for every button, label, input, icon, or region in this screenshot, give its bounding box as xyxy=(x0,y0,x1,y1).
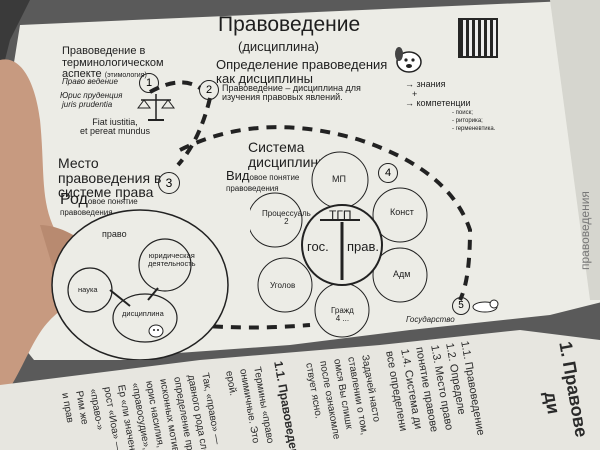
dog-lying-icon xyxy=(472,299,499,313)
term-latin: juris prudentia xyxy=(62,100,113,109)
rod-label: Родовое понятие правоведения xyxy=(60,191,138,217)
section2-heading: Определение правоведения как дисциплины xyxy=(216,57,388,86)
circle-disciplina: дисциплина xyxy=(122,309,164,318)
circle-pravo: право xyxy=(102,229,127,239)
dog-small-icon xyxy=(148,324,164,338)
vid-label: Видовое понятие правоведения xyxy=(226,168,300,193)
step-4-badge: 4 xyxy=(378,163,398,183)
section3-heading: Место правоведения в системе права xyxy=(58,155,162,201)
section3-circles xyxy=(51,209,229,360)
term-pravo-vedenie: Право ведение xyxy=(62,77,118,86)
para3-line-11: и прав xyxy=(59,392,76,424)
para2-line-3: ерой. xyxy=(223,370,239,397)
term-yuris: Юрис пруденция xyxy=(60,91,123,100)
petal-process: Процессуаль 2 xyxy=(262,209,311,227)
petal-grazhd: Гражд 4 ... xyxy=(331,306,354,324)
scales-icon xyxy=(137,94,175,121)
page-subtitle: (дисциплина) xyxy=(238,39,320,54)
page-title: Правоведение xyxy=(218,13,361,36)
step-1-badge: 1 xyxy=(139,73,159,93)
section4-heading: Система дисциплины xyxy=(248,139,329,170)
center-tgp: ТГП xyxy=(329,208,352,222)
spine-text: правоведения xyxy=(578,191,592,270)
competencies-label: → компетенции xyxy=(405,98,471,108)
step-5-badge: 5 xyxy=(452,297,470,315)
dog-mascot-icon xyxy=(395,47,422,73)
section-title: 1.1. Правоведени xyxy=(271,360,303,450)
state-label: Государство xyxy=(406,315,455,324)
chapter-heading-2: ди xyxy=(540,390,564,416)
petal-mp: МП xyxy=(332,174,346,184)
center-prav: прав. xyxy=(347,239,380,254)
bottom-page-text: 1. Правове ди 1.1. Правоведение 1.2. Опр… xyxy=(0,330,600,450)
center-gos: гос. xyxy=(307,239,329,254)
plus-sign: + xyxy=(412,89,418,99)
qr-code-icon xyxy=(458,18,498,58)
step-3-badge: 3 xyxy=(158,172,180,194)
petal-adm: Адм xyxy=(393,269,411,279)
dashed-path xyxy=(149,80,473,330)
circle-yuridicheskaya: юридическая деятельность xyxy=(148,251,196,268)
bottom-page-background xyxy=(0,330,600,450)
petal-ugolov: Уголов xyxy=(270,281,296,290)
maxim: Fiat iustitia, et pereat mundus xyxy=(80,117,151,137)
flower-diagram xyxy=(250,151,428,338)
section1-heading: Правоведение в терминологическом аспекте… xyxy=(62,45,164,81)
competency-list: - поиск; - риторика; - герменевтика. xyxy=(452,110,496,132)
circle-nauka: наука xyxy=(78,285,98,294)
definition: Правоведение – дисциплина для изучения п… xyxy=(222,83,361,103)
knowledge-label: → знания xyxy=(405,79,446,89)
petal-konst: Конст xyxy=(390,207,414,217)
